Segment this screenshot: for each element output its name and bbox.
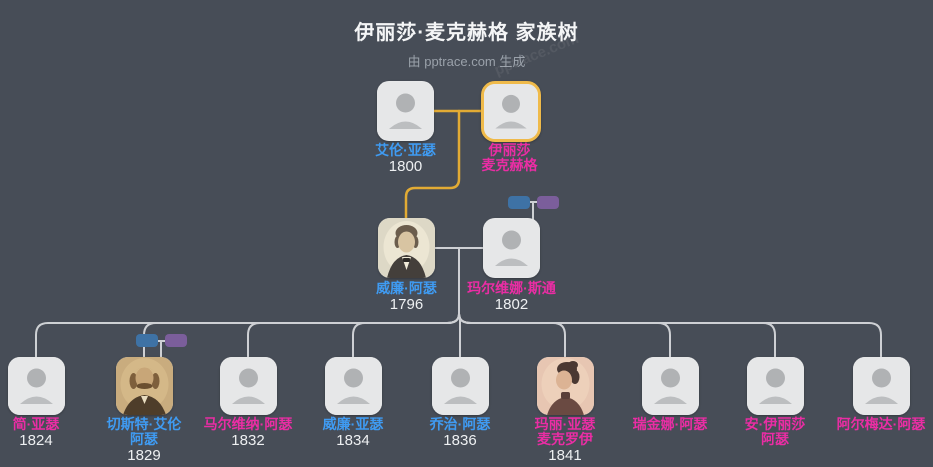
child-connector-9 xyxy=(458,313,882,358)
person-card-malvina-stone[interactable] xyxy=(483,218,540,278)
person-birth-year: 1829 xyxy=(127,447,161,464)
person-birth-year: 1841 xyxy=(548,447,582,464)
person-name: 伊丽莎 xyxy=(488,142,531,158)
person-name: 阿瑟 xyxy=(129,431,158,447)
person-birth-year: 1834 xyxy=(336,432,370,449)
person-name: 威廉·亚瑟 xyxy=(322,416,384,432)
person-card-william-arthur[interactable] xyxy=(378,218,435,278)
person-card-mary-arthur-mcelroy[interactable] xyxy=(536,357,594,415)
header: 伊丽莎·麦克赫格 家族树 由 pptrace.com 生成 xyxy=(0,0,933,70)
gold-lineage-connectors xyxy=(404,109,483,220)
person-card-jane-arthur[interactable] xyxy=(7,357,65,415)
person-name: 玛丽·亚瑟 xyxy=(534,416,596,432)
badge-father-node-icon xyxy=(508,196,530,209)
person-silhouette-icon xyxy=(852,357,910,415)
badge-mother-node-icon xyxy=(165,334,187,347)
person-card-alan-arthur[interactable] xyxy=(377,81,434,141)
child-connector-8 xyxy=(458,313,776,358)
gen1-to-child-line xyxy=(404,109,461,220)
person-birth-year: 1832 xyxy=(231,432,265,449)
collapsed-family-badge-chester-alan-arthur[interactable] xyxy=(136,334,187,347)
person-name: 乔治·阿瑟 xyxy=(429,416,491,432)
person-name: 安·伊丽莎 xyxy=(744,416,806,432)
person-card-chester-alan-arthur[interactable] xyxy=(115,357,173,415)
person-name: 玛尔维娜·斯通 xyxy=(467,280,556,296)
person-silhouette-icon xyxy=(324,357,382,415)
person-silhouette-icon xyxy=(219,357,277,415)
person-card-ann-eliza-arthur[interactable] xyxy=(746,357,804,415)
person-label-ann-eliza-arthur: 安·伊丽莎阿瑟 xyxy=(745,417,806,447)
person-birth-year: 1796 xyxy=(389,296,424,313)
person-card-almeda-arthur[interactable] xyxy=(852,357,910,415)
person-silhouette-icon xyxy=(7,357,65,415)
person-name: 麦克赫格 xyxy=(481,157,538,173)
person-name: 简·亚瑟 xyxy=(12,416,60,432)
child-connector-5 xyxy=(458,313,461,358)
person-name: 威廉·阿瑟 xyxy=(376,280,437,296)
generator-credit: 由 pptrace.com 生成 xyxy=(407,54,526,69)
collapsed-family-badge-malvina-stone[interactable] xyxy=(508,196,559,209)
badge-father-node-icon xyxy=(136,334,158,347)
person-name: 艾伦·亚瑟 xyxy=(375,142,436,158)
person-birth-year: 1836 xyxy=(443,432,477,449)
person-silhouette-icon xyxy=(377,82,434,140)
badge-mother-node-icon xyxy=(537,196,559,209)
person-card-william-arthur-jr[interactable] xyxy=(324,357,382,415)
person-label-almeda-arthur: 阿尔梅达·阿瑟 xyxy=(837,417,926,432)
person-silhouette-icon xyxy=(641,357,699,415)
person-silhouette-icon xyxy=(484,84,538,139)
person-silhouette-icon xyxy=(746,357,804,415)
person-silhouette-icon xyxy=(431,357,489,415)
portrait-photo-sepia-man xyxy=(115,357,173,415)
person-birth-year: 1800 xyxy=(388,158,423,175)
person-name: 阿瑟 xyxy=(760,431,789,447)
person-card-malvina-arthur[interactable] xyxy=(219,357,277,415)
gray-connectors xyxy=(35,201,882,358)
person-label-eliza-macharg: 伊丽莎麦克赫格 xyxy=(482,143,538,173)
person-card-eliza-macharg[interactable] xyxy=(481,81,541,142)
person-name: 麦克罗伊 xyxy=(536,431,593,447)
person-silhouette-icon xyxy=(483,219,540,277)
person-card-regina-arthur[interactable] xyxy=(641,357,699,415)
person-name: 阿尔梅达·阿瑟 xyxy=(836,416,926,432)
portrait-photo-sepia-woman xyxy=(536,357,594,415)
person-label-regina-arthur: 瑞金娜·阿瑟 xyxy=(633,417,708,432)
person-birth-year: 1802 xyxy=(494,296,529,313)
child-connector-6 xyxy=(458,313,566,358)
person-name: 切斯特·艾伦 xyxy=(106,416,182,432)
page-title: 伊丽莎·麦克赫格 家族树 xyxy=(354,22,579,44)
person-name: 马尔维纳·阿瑟 xyxy=(203,416,293,432)
person-birth-year: 1824 xyxy=(19,432,53,449)
person-name: 瑞金娜·阿瑟 xyxy=(632,416,708,432)
portrait-photo-engraving-man xyxy=(378,218,435,278)
person-card-george-arthur[interactable] xyxy=(431,357,489,415)
child-connector-4 xyxy=(352,313,460,358)
child-connector-2 xyxy=(143,313,460,358)
